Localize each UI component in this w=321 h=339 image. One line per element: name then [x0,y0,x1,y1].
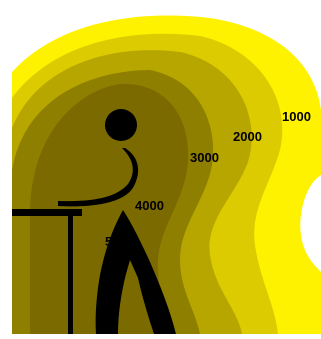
desk-top [12,209,82,216]
zone-label-1000: 1000 [282,109,311,124]
zone-label-5000: 5000 [105,234,134,249]
zone-label-4000: 4000 [135,198,164,213]
desk-leg [68,216,73,334]
zone-label-3000: 3000 [190,150,219,165]
figure-head [105,109,137,141]
zone-label-2000: 2000 [233,129,262,144]
